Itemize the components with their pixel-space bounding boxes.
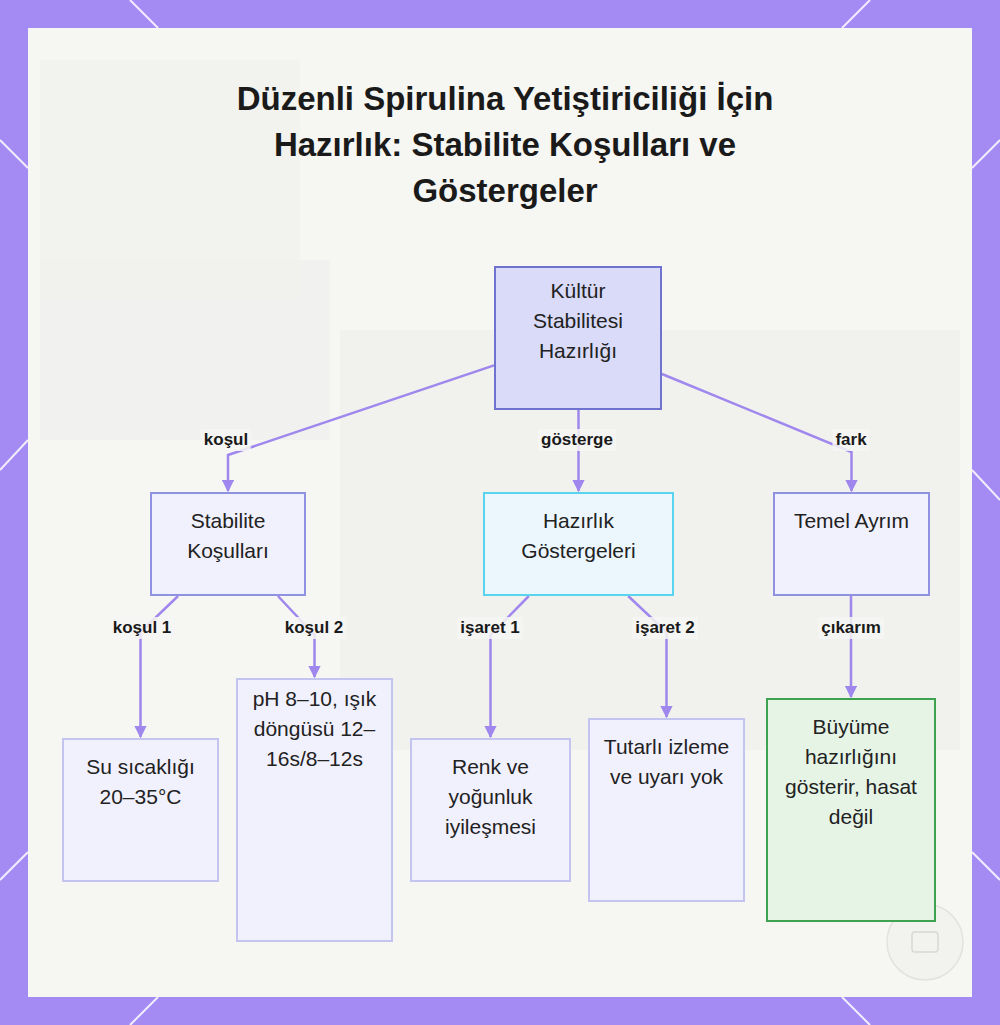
detail-box: pH 8–10, ışık döngüsü 12–16s/8–12s	[236, 678, 393, 942]
category-box: Stabilite Koşulları	[150, 492, 306, 596]
detail-box: Büyüme hazırlığını gösterir, hasat değil	[766, 698, 936, 922]
page-panel	[28, 28, 972, 997]
diagram-title: Düzenli Spirulina Yetiştiriciliği İçin H…	[205, 76, 805, 214]
detail-box: Renk ve yoğunluk iyileşmesi	[410, 738, 571, 882]
connector-arrow	[662, 374, 852, 491]
connector-arrow	[628, 596, 666, 717]
root-box: Kültür Stabilitesi Hazırlığı	[494, 266, 662, 410]
node-text: Temel Ayrım	[783, 506, 920, 536]
node-text: Stabilite Koşulları	[160, 506, 296, 566]
node-text: Su sıcaklığı 20–35°C	[72, 752, 209, 812]
node-text: Büyüme hazırlığını gösterir, hasat değil	[776, 712, 926, 832]
connector-arrow	[850, 596, 853, 697]
detail-box: Tutarlı izleme ve uyarı yok	[588, 718, 745, 902]
detail-box: Su sıcaklığı 20–35°C	[62, 738, 219, 882]
node-text: Hazırlık Göstergeleri	[493, 506, 664, 566]
node-text: pH 8–10, ışık döngüsü 12–16s/8–12s	[246, 684, 383, 774]
node-text: Tutarlı izleme ve uyarı yok	[598, 732, 735, 792]
node-text: Kültür Stabilitesi Hazırlığı	[504, 276, 652, 366]
edge-label: koşul 1	[110, 617, 175, 639]
connector-arrow	[228, 365, 494, 491]
category-box: Temel Ayrım	[773, 492, 930, 596]
edge-label: fark	[832, 429, 869, 451]
edge-label: koşul	[201, 429, 251, 451]
edge-label: gösterge	[538, 429, 616, 451]
node-text: Renk ve yoğunluk iyileşmesi	[420, 752, 561, 842]
edge-label: işaret 1	[457, 617, 523, 639]
edge-label: çıkarım	[818, 617, 884, 639]
category-box: Hazırlık Göstergeleri	[483, 492, 674, 596]
edge-label: koşul 2	[282, 617, 347, 639]
corner-badge-icon	[912, 932, 938, 952]
edge-label: işaret 2	[632, 617, 698, 639]
